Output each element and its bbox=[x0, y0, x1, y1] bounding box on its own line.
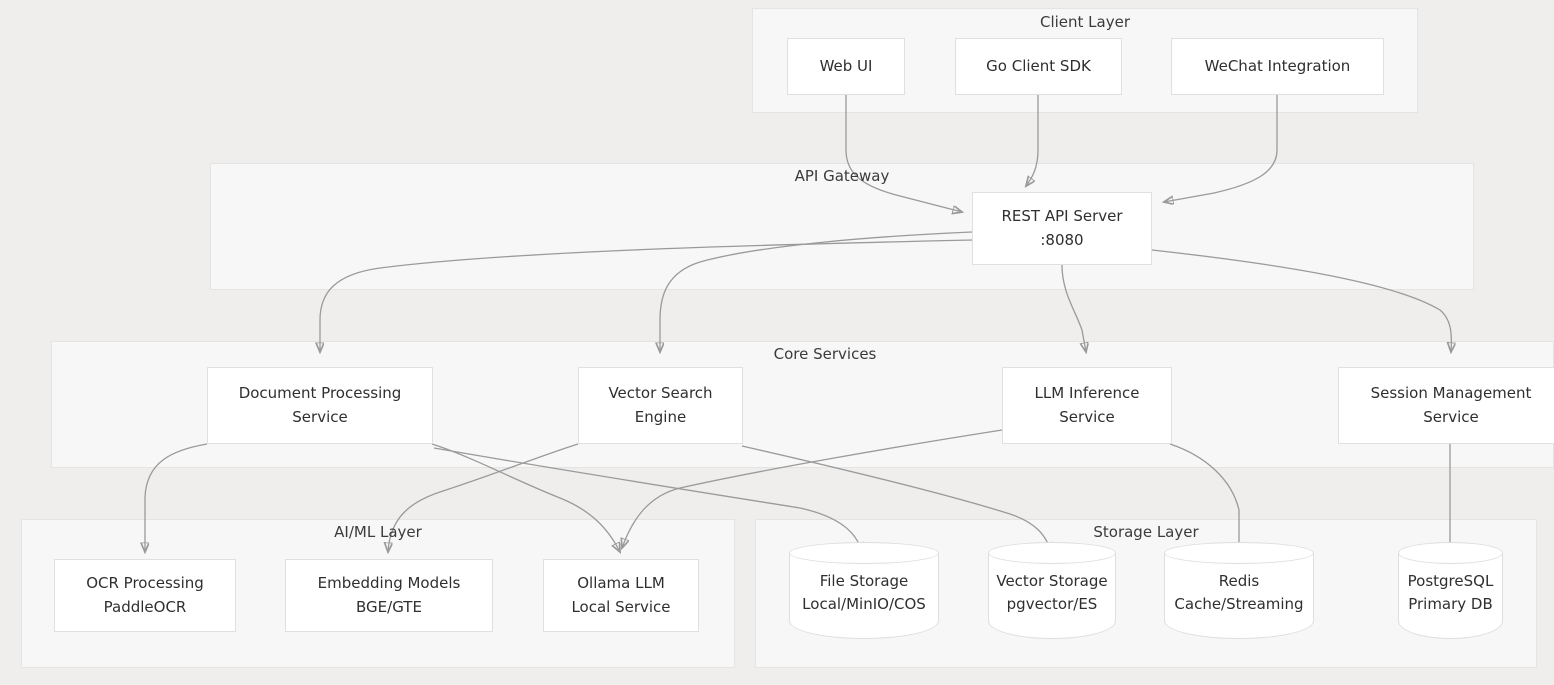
node-document-processing-line1: Document Processing bbox=[238, 384, 402, 403]
node-document-processing-line2: Service bbox=[292, 407, 348, 426]
node-session-management-line1: Session Management bbox=[1370, 384, 1532, 403]
redis-label: Redis Cache/Streaming bbox=[1164, 570, 1314, 617]
node-redis-line2: Cache/Streaming bbox=[1174, 594, 1304, 613]
node-postgresql-line1: PostgreSQL bbox=[1407, 571, 1494, 590]
node-go-client-sdk[interactable]: Go Client SDK bbox=[955, 38, 1122, 95]
node-llm-inference-line2: Service bbox=[1059, 407, 1115, 426]
node-llm-inference-line1: LLM Inference bbox=[1034, 384, 1140, 403]
postgresql-cylinder-top bbox=[1398, 542, 1503, 564]
node-rest-api-server-line2: :8080 bbox=[1040, 230, 1084, 249]
node-ollama-llm[interactable]: Ollama LLM Local Service bbox=[543, 559, 699, 632]
node-web-ui[interactable]: Web UI bbox=[787, 38, 905, 95]
node-embedding-models-line2: BGE/GTE bbox=[356, 597, 422, 616]
redis-cylinder-body bbox=[1164, 553, 1314, 639]
node-vector-storage-line2: pgvector/ES bbox=[1006, 594, 1098, 613]
node-file-storage-line1: File Storage bbox=[819, 571, 909, 590]
vector-storage-cylinder-body bbox=[988, 553, 1116, 639]
layer-title-storage: Storage Layer bbox=[1093, 523, 1199, 541]
node-web-ui-line1: Web UI bbox=[819, 56, 873, 75]
node-postgresql-line2: Primary DB bbox=[1408, 594, 1493, 613]
node-vector-search-engine[interactable]: Vector Search Engine bbox=[578, 367, 743, 444]
node-vector-storage-line1: Vector Storage bbox=[996, 571, 1108, 590]
postgresql-label: PostgreSQL Primary DB bbox=[1398, 570, 1503, 617]
node-postgresql[interactable]: PostgreSQL Primary DB bbox=[1398, 542, 1503, 639]
node-redis-line1: Redis bbox=[1218, 571, 1260, 590]
file-storage-cylinder-top bbox=[789, 542, 939, 564]
node-document-processing-service[interactable]: Document Processing Service bbox=[207, 367, 433, 444]
postgresql-cylinder-body bbox=[1398, 553, 1503, 639]
node-session-management-service[interactable]: Session Management Service bbox=[1338, 367, 1554, 444]
node-wechat-integration[interactable]: WeChat Integration bbox=[1171, 38, 1384, 95]
node-embedding-models-line1: Embedding Models bbox=[317, 574, 461, 593]
vector-storage-cylinder-top bbox=[988, 542, 1116, 564]
node-ocr-processing[interactable]: OCR Processing PaddleOCR bbox=[54, 559, 236, 632]
node-redis[interactable]: Redis Cache/Streaming bbox=[1164, 542, 1314, 639]
layer-title-client: Client Layer bbox=[1039, 13, 1130, 31]
node-file-storage[interactable]: File Storage Local/MinIO/COS bbox=[789, 542, 939, 639]
node-vector-search-line2: Engine bbox=[634, 407, 687, 426]
node-file-storage-line2: Local/MinIO/COS bbox=[802, 594, 926, 613]
layer-title-api-gateway: API Gateway bbox=[794, 167, 890, 185]
redis-cylinder-top bbox=[1164, 542, 1314, 564]
node-rest-api-server-line1: REST API Server bbox=[1001, 207, 1123, 226]
file-storage-cylinder-body bbox=[789, 553, 939, 639]
node-go-client-sdk-line1: Go Client SDK bbox=[986, 56, 1091, 75]
node-session-management-line2: Service bbox=[1423, 407, 1479, 426]
node-ocr-processing-line1: OCR Processing bbox=[86, 574, 204, 593]
node-vector-search-line1: Vector Search bbox=[608, 384, 713, 403]
node-llm-inference-service[interactable]: LLM Inference Service bbox=[1002, 367, 1172, 444]
vector-storage-label: Vector Storage pgvector/ES bbox=[988, 570, 1116, 617]
node-wechat-integration-line1: WeChat Integration bbox=[1204, 56, 1351, 75]
node-ocr-processing-line2: PaddleOCR bbox=[103, 597, 187, 616]
node-vector-storage[interactable]: Vector Storage pgvector/ES bbox=[988, 542, 1116, 639]
layer-title-aiml: AI/ML Layer bbox=[334, 523, 422, 541]
node-ollama-llm-line2: Local Service bbox=[571, 597, 671, 616]
node-rest-api-server[interactable]: REST API Server :8080 bbox=[972, 192, 1152, 265]
file-storage-label: File Storage Local/MinIO/COS bbox=[789, 570, 939, 617]
node-ollama-llm-line1: Ollama LLM bbox=[577, 574, 665, 593]
layer-title-core-services: Core Services bbox=[773, 345, 877, 363]
node-embedding-models[interactable]: Embedding Models BGE/GTE bbox=[285, 559, 493, 632]
